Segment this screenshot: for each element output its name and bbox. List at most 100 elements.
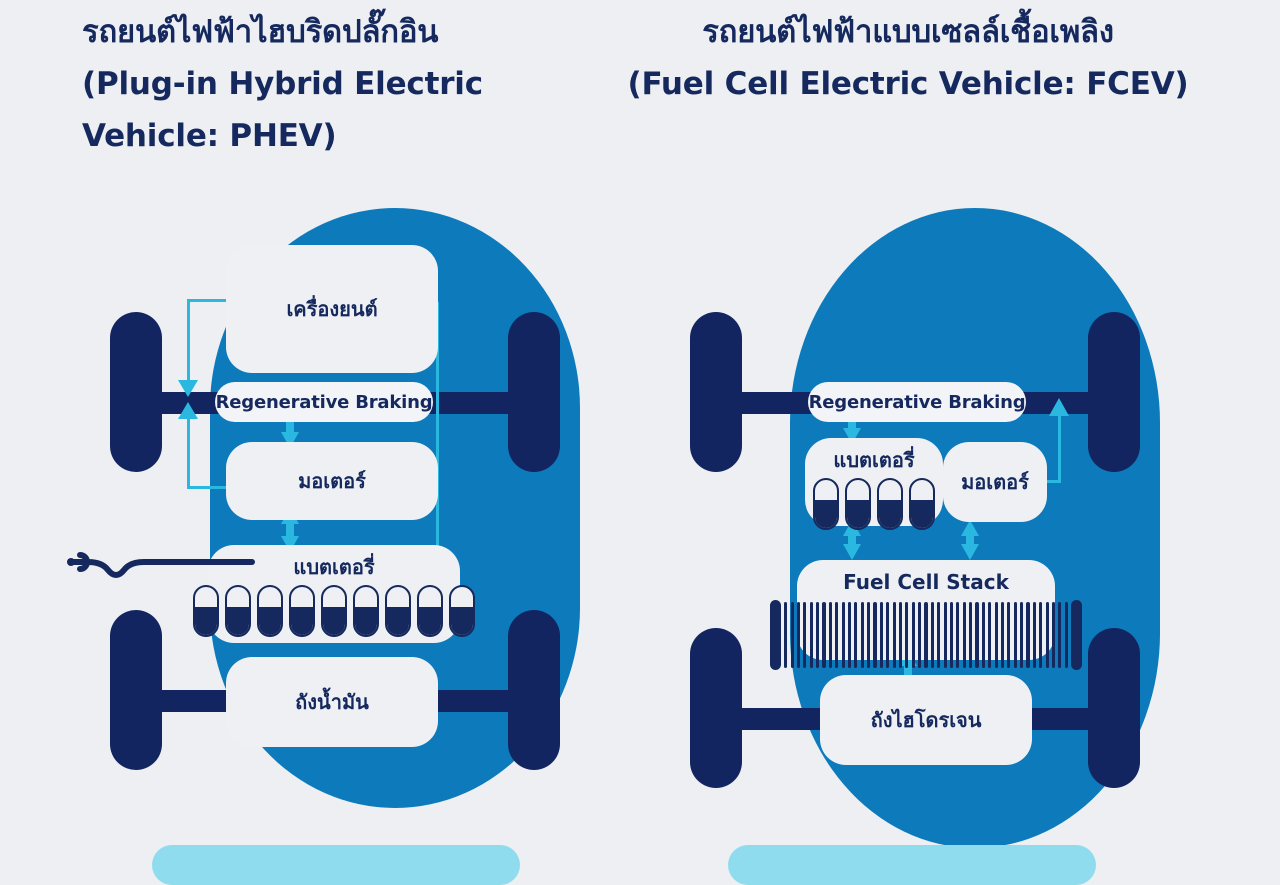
arrow-up-right-fcev	[1049, 398, 1069, 416]
arrow-stem-stack-tank-fcev	[904, 662, 912, 684]
page-title-fcev: รถยนต์ไฟฟ้าแบบเซลล์เชื้อเพลิง (Fuel Cell…	[608, 6, 1208, 110]
label-battery-phev: แบตเตอรี่	[293, 555, 375, 579]
stack-fin	[943, 602, 947, 668]
title-phev-line-3: Vehicle: PHEV)	[82, 118, 337, 154]
pill-regen-braking-phev[interactable]: Regenerative Braking	[215, 382, 433, 422]
connector-motor-bottom-phev	[187, 486, 262, 489]
card-battery-fcev[interactable]: แบตเตอรี่	[805, 438, 943, 530]
arrow-down-left-phev	[178, 380, 198, 397]
label-fuel-cell-stack-fcev: Fuel Cell Stack	[843, 570, 1009, 594]
infographic-root: รถยนต์ไฟฟ้าไฮบริดปลั๊กอิน (Plug-in Hybri…	[40, 6, 1208, 885]
arrow-regen-to-motor-down-phev	[281, 432, 299, 448]
card-motor-phev[interactable]: มอเตอร์	[226, 442, 438, 520]
card-fuel-tank-phev[interactable]: ถังน้ำมัน	[226, 657, 438, 747]
label-engine-phev: เครื่องยนต์	[286, 297, 378, 321]
diagram-fcev-vehicle: Regenerative Braking แบตเตอรี่ มอเตอร์ F…	[620, 190, 1180, 850]
connector-axle-to-motor-phev	[187, 406, 190, 488]
fuel-cell-stack-icon	[770, 600, 1082, 670]
label-motor-fcev: มอเตอร์	[961, 470, 1029, 494]
arrow-motor-to-battery-down-phev	[281, 536, 299, 552]
stack-end-cap-right	[1070, 600, 1082, 670]
arrow-regen-to-battery-down-fcev	[843, 428, 861, 444]
card-engine-phev[interactable]: เครื่องยนต์	[226, 245, 438, 373]
stack-fin	[828, 602, 832, 668]
battery-cell	[877, 478, 903, 530]
arrow-up-left-phev	[178, 402, 198, 419]
stack-fin	[994, 602, 998, 668]
battery-cell	[449, 585, 475, 637]
stack-fin	[892, 602, 896, 668]
stack-fin	[905, 602, 909, 668]
stack-fin	[803, 602, 807, 668]
stack-fin	[981, 602, 985, 668]
stack-fin	[809, 602, 813, 668]
stack-fin	[835, 602, 839, 668]
card-hydrogen-tank-fcev[interactable]: ถังไฮโดรเจน	[820, 675, 1032, 765]
stack-fin	[867, 602, 871, 668]
page-title-phev: รถยนต์ไฟฟ้าไฮบริดปลั๊กอิน (Plug-in Hybri…	[82, 6, 483, 162]
stack-fins	[784, 602, 1068, 668]
stack-fin	[816, 602, 820, 668]
battery-cell	[225, 585, 251, 637]
stack-fin	[879, 602, 883, 668]
stack-fin	[975, 602, 979, 668]
wheel-rear-right-phev	[508, 610, 560, 770]
label-motor-phev: มอเตอร์	[298, 469, 366, 493]
stack-fin	[790, 602, 794, 668]
stack-fin	[1058, 602, 1062, 668]
label-hydrogen-tank-fcev: ถังไฮโดรเจน	[870, 708, 982, 732]
wheel-rear-left-fcev	[690, 628, 742, 788]
stack-fin	[784, 602, 788, 668]
wheel-front-left-phev	[110, 312, 162, 472]
stack-fin	[962, 602, 966, 668]
arrow-stem-motor-battery-phev	[286, 520, 294, 540]
battery-cell	[417, 585, 443, 637]
wheel-rear-right-fcev	[1088, 628, 1140, 788]
stack-fin	[969, 602, 973, 668]
pill-regen-braking-fcev[interactable]: Regenerative Braking	[808, 382, 1026, 422]
card-motor-fcev[interactable]: มอเตอร์	[943, 442, 1047, 522]
battery-cell	[845, 478, 871, 530]
card-fuel-cell-stack-fcev[interactable]: Fuel Cell Stack	[770, 560, 1082, 670]
stack-fin	[1051, 602, 1056, 668]
stack-fin	[860, 602, 864, 668]
bottom-card-phev[interactable]	[152, 845, 520, 885]
battery-cell	[289, 585, 315, 637]
battery-cells-icon-phev	[193, 585, 475, 637]
stack-fin	[930, 602, 934, 668]
connector-engine-top-phev	[187, 299, 262, 302]
battery-cell	[813, 478, 839, 530]
arrow-stem-regen-motor-phev	[286, 416, 294, 436]
arrow-motor-to-stack-up-fcev	[961, 520, 979, 536]
battery-cell	[385, 585, 411, 637]
arrow-motor-to-stack-down-fcev	[961, 544, 979, 560]
stack-fin	[918, 602, 922, 668]
battery-cell	[193, 585, 219, 637]
battery-cell	[909, 478, 935, 530]
label-fuel-tank-phev: ถังน้ำมัน	[295, 690, 369, 714]
arrow-battery-to-stack-down-fcev	[843, 544, 861, 560]
wheel-front-right-fcev	[1088, 312, 1140, 472]
battery-cell	[353, 585, 379, 637]
bottom-card-fcev[interactable]	[728, 845, 1096, 885]
stack-fin	[1026, 602, 1030, 668]
stack-fin	[841, 602, 845, 668]
connector-right-vertical-phev	[436, 302, 439, 592]
stack-end-cap-left	[770, 600, 782, 670]
title-fcev-line-1: รถยนต์ไฟฟ้าแบบเซลล์เชื้อเพลิง	[702, 14, 1114, 50]
connector-engine-to-axle-phev	[187, 299, 190, 391]
stack-fin	[873, 602, 877, 668]
stack-fin	[924, 602, 928, 668]
stack-fin	[1039, 602, 1043, 668]
title-fcev-line-2: (Fuel Cell Electric Vehicle: FCEV)	[627, 66, 1189, 102]
stack-fin	[898, 602, 903, 668]
stack-fin	[847, 602, 852, 668]
stack-fin	[949, 602, 954, 668]
diagram-phev-vehicle: เครื่องยนต์ Regenerative Braking มอเตอร์…	[40, 190, 600, 850]
connector-right-vertical-fcev	[1058, 410, 1061, 482]
stack-fin	[1007, 602, 1011, 668]
stack-fin	[1000, 602, 1005, 668]
arrow-stem-motor-stack-fcev	[966, 532, 974, 548]
stack-fin	[1013, 602, 1017, 668]
title-phev-line-1: รถยนต์ไฟฟ้าไฮบริดปลั๊กอิน	[82, 14, 439, 50]
